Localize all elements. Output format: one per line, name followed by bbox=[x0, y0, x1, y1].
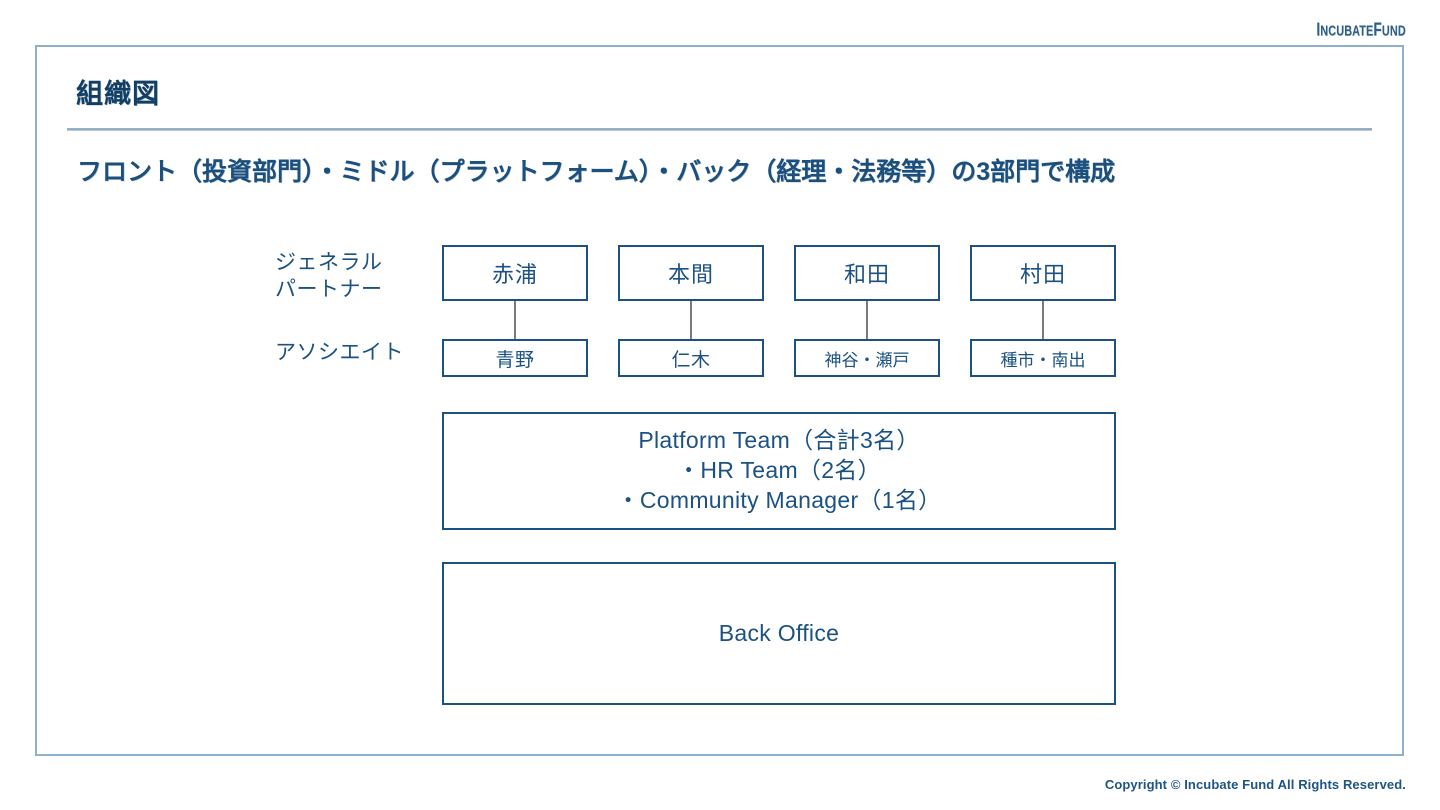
node-associate-1[interactable]: 青野 bbox=[442, 339, 588, 377]
platform-team-line-1: Platform Team（合計3名） bbox=[638, 427, 920, 454]
connector-line-4 bbox=[1042, 301, 1044, 339]
connector-line-2 bbox=[690, 301, 692, 339]
org-chart: ジェネラル パートナー アソシエイト 赤浦 本間 和田 村田 青野 仁木 神谷・… bbox=[37, 47, 1402, 754]
platform-team-line-2: ・HR Team（2名） bbox=[677, 457, 881, 484]
logo-text-und: UND bbox=[1382, 22, 1406, 39]
logo-letter-i: I bbox=[1316, 19, 1321, 40]
row-label-associate: アソシエイト bbox=[275, 341, 404, 364]
node-associate-4[interactable]: 種市・南出 bbox=[970, 339, 1116, 377]
node-associate-2[interactable]: 仁木 bbox=[618, 339, 764, 377]
node-associate-3[interactable]: 神谷・瀬戸 bbox=[794, 339, 940, 377]
back-office-label: Back Office bbox=[718, 620, 840, 646]
page-subtitle: フロント（投資部門）・ミドル（プラットフォーム）・バック（経理・法務等）の3部門… bbox=[77, 158, 1116, 186]
title-divider bbox=[67, 128, 1372, 131]
node-general-partner-2[interactable]: 本間 bbox=[618, 245, 764, 301]
node-general-partner-1[interactable]: 赤浦 bbox=[442, 245, 588, 301]
connector-line-1 bbox=[514, 301, 516, 339]
footer-copyright: Copyright © Incubate Fund All Rights Res… bbox=[1104, 777, 1406, 792]
node-general-partner-3[interactable]: 和田 bbox=[794, 245, 940, 301]
node-general-partner-4[interactable]: 村田 bbox=[970, 245, 1116, 301]
page-title: 組織図 bbox=[76, 79, 160, 109]
row-label-general-partner: ジェネラル パートナー bbox=[275, 251, 383, 301]
node-back-office[interactable]: Back Office bbox=[442, 562, 1116, 705]
logo-text-ncubate: NCUBATE bbox=[1320, 22, 1374, 39]
node-platform-team[interactable]: Platform Team（合計3名） ・HR Team（2名） ・Commun… bbox=[442, 412, 1116, 530]
platform-team-line-3: ・Community Manager（1名） bbox=[616, 486, 942, 513]
incubate-fund-logo: INCUBATEFUND bbox=[1317, 19, 1406, 40]
slide-frame: 組織図 フロント（投資部門）・ミドル（プラットフォーム）・バック（経理・法務等）… bbox=[35, 45, 1404, 756]
connector-line-3 bbox=[866, 301, 868, 339]
logo-letter-f: F bbox=[1373, 19, 1383, 40]
